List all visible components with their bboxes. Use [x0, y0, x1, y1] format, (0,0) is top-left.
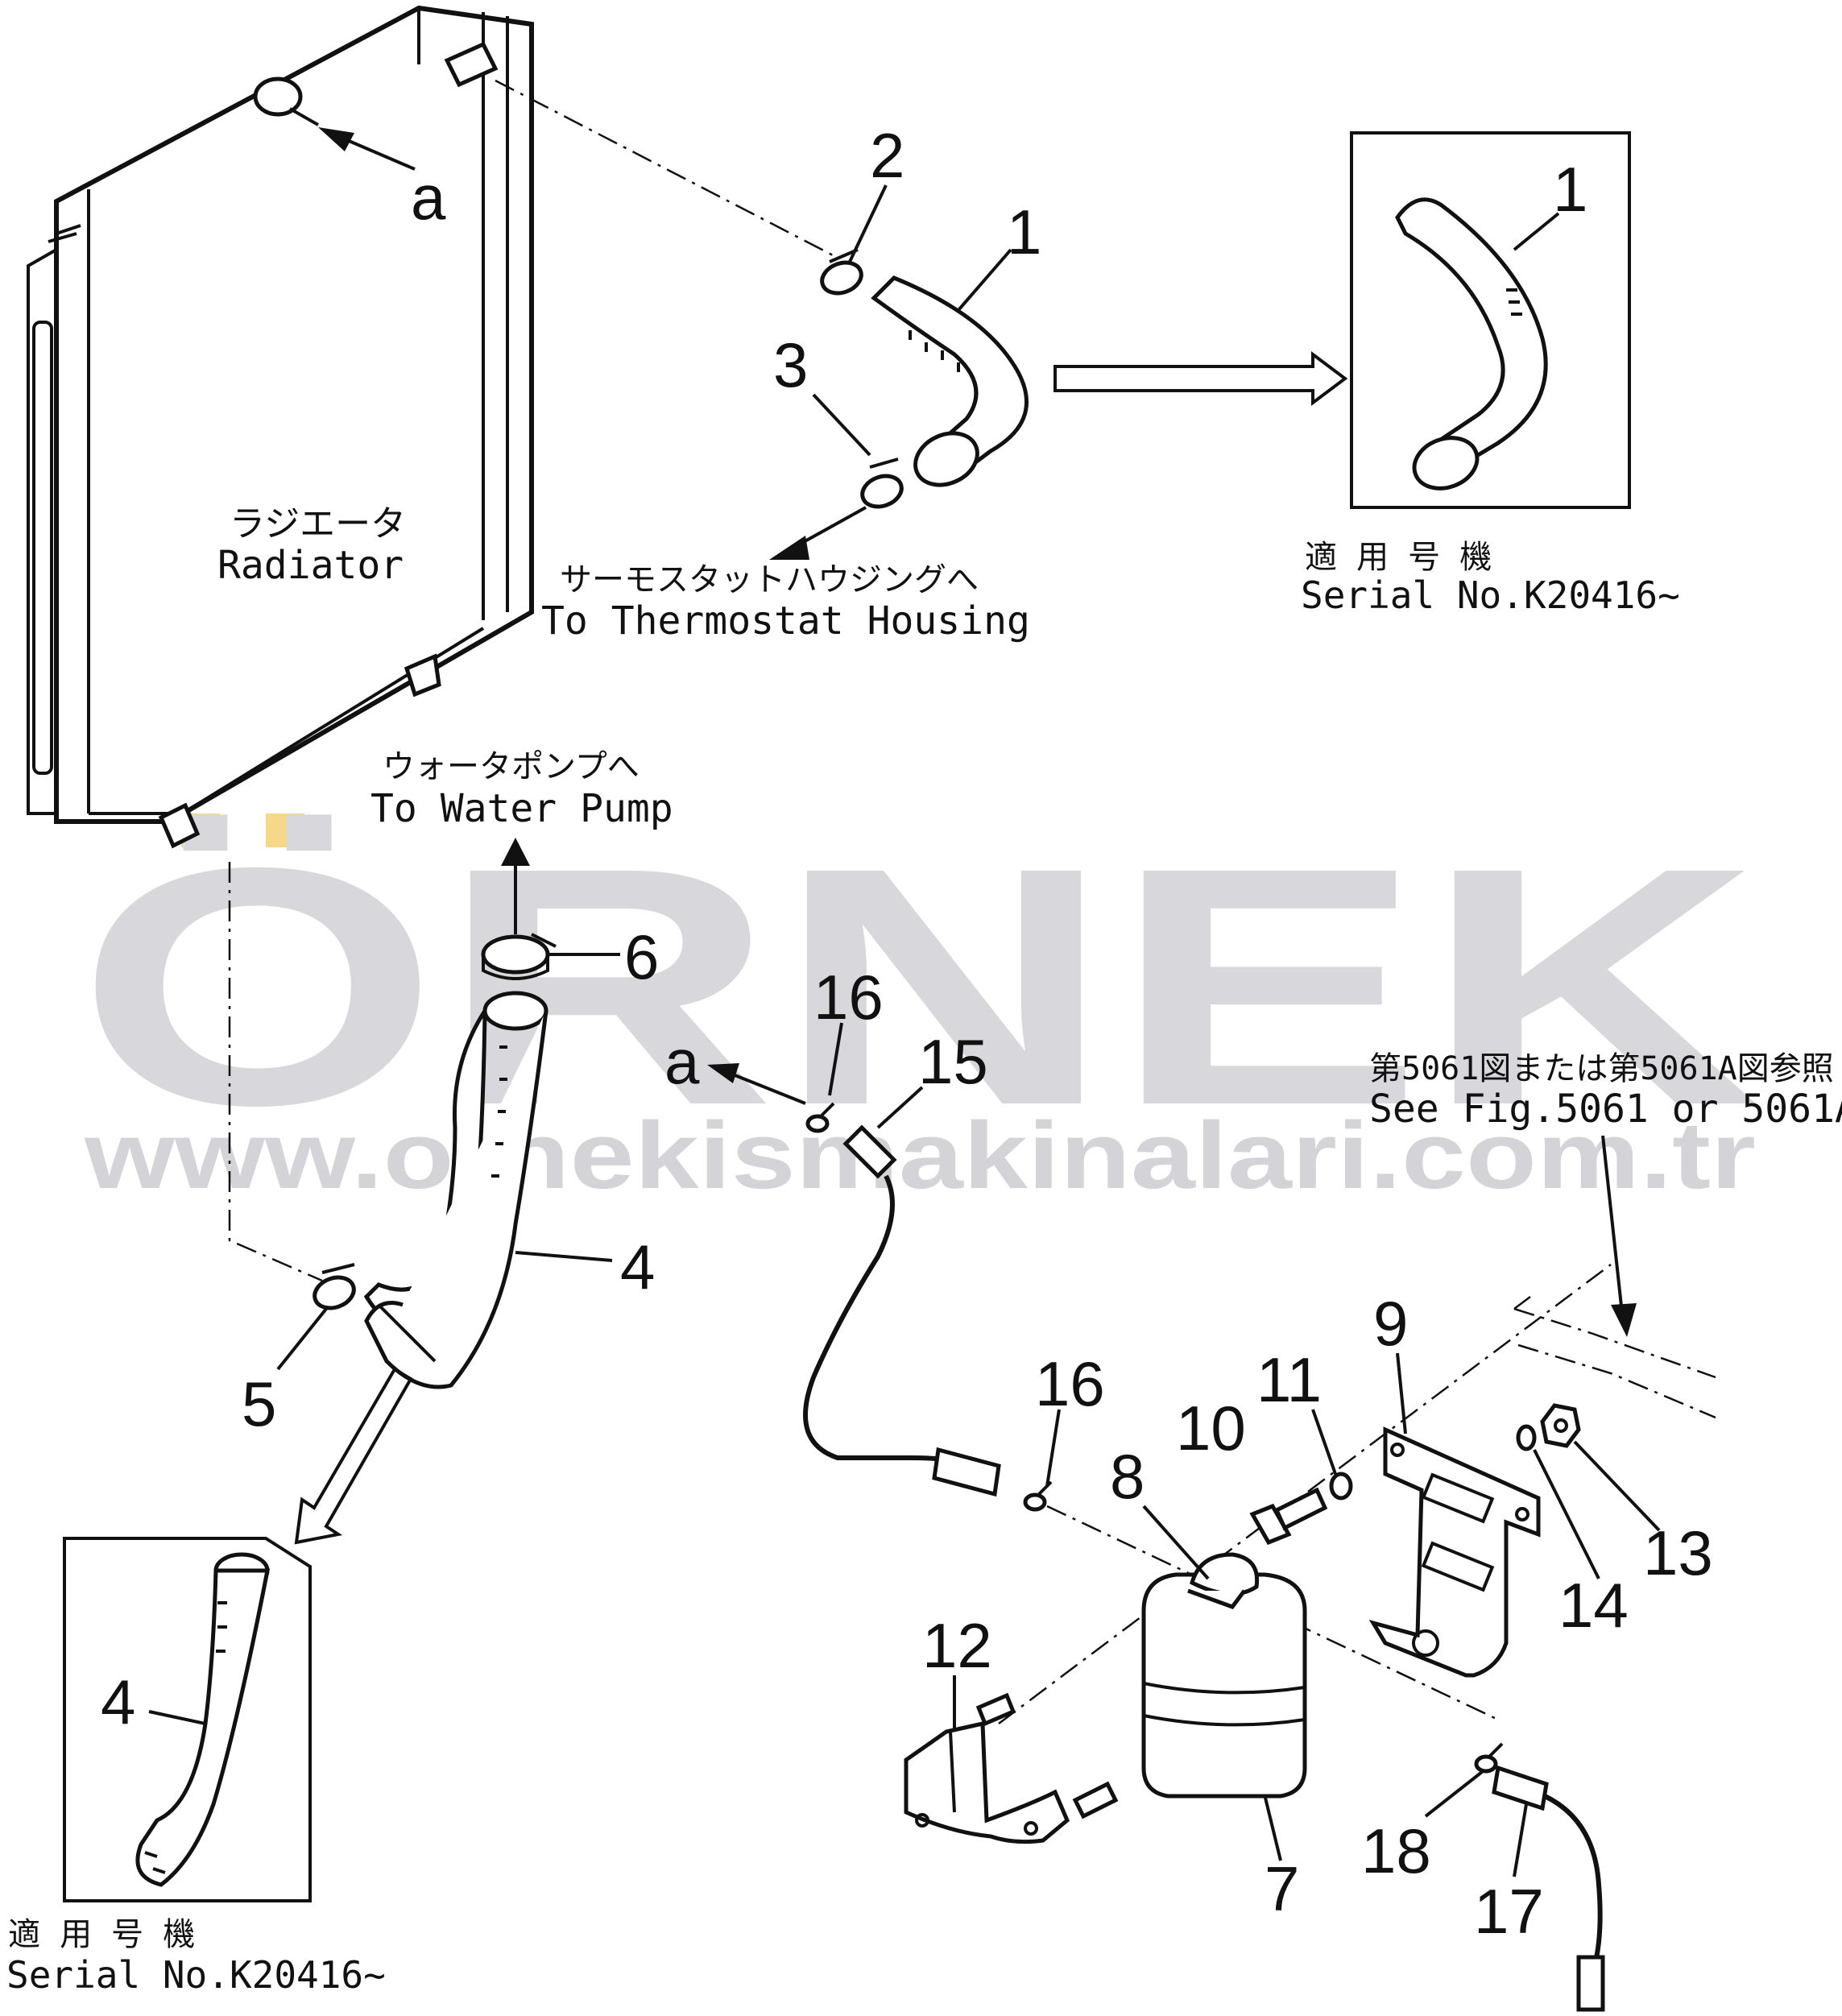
callout-6: 6	[624, 921, 659, 992]
radiator-label-en: Radiator	[217, 543, 404, 588]
callout-10: 10	[1176, 1393, 1246, 1463]
radiator-side-tank	[27, 246, 58, 815]
see-fig-label-ja: 第5061図または第5061A図参照	[1369, 1050, 1834, 1087]
frame-reference-upper	[1513, 1307, 1716, 1379]
callout-12: 12	[922, 1610, 992, 1681]
leader-bracket-line	[998, 1264, 1612, 1724]
callout-11: 11	[1256, 1344, 1322, 1415]
variant-arrow-right	[1053, 351, 1348, 406]
callout-15: 15	[918, 1026, 988, 1097]
inset-top-frame	[1350, 131, 1631, 509]
radiator-cap	[253, 77, 303, 117]
callout-4: 4	[620, 1232, 655, 1302]
serial-top-ja: 適 用 号 機	[1305, 539, 1492, 576]
callout-16-top: 16	[813, 962, 884, 1033]
overflow-hose-17	[1492, 1765, 1605, 2012]
bolt-10	[1249, 1487, 1328, 1546]
watermark: ÖRNEK www.ornekismakinalari.com.tr	[77, 798, 1760, 1209]
watermark-umlaut-dot-right	[266, 813, 304, 847]
callout-16-mid: 16	[1035, 1348, 1105, 1419]
inset-hose-1	[1395, 197, 1548, 491]
hose-clip-18	[1474, 1742, 1504, 1774]
ref-a-arrowhead	[318, 127, 354, 151]
hose-clamp-2	[820, 248, 863, 296]
hose-clip-16-mid	[1023, 1480, 1053, 1512]
inset-hose-4	[135, 1552, 271, 1887]
washer-11	[1329, 1472, 1353, 1501]
callout-8: 8	[1110, 1441, 1145, 1512]
overflow-tube-15	[803, 1124, 1001, 1497]
radiator-upper-inlet	[444, 41, 499, 88]
serial-top-en: Serial No.K20416~	[1301, 573, 1680, 617]
to-thermostat-arrow	[769, 536, 809, 560]
serial-bottom-ja: 適 用 号 機	[8, 1916, 195, 1953]
frame-reference-lower	[1517, 1343, 1716, 1419]
see-fig-arrowhead	[1611, 1303, 1637, 1337]
radiator-label-ja: ラジエータ	[230, 503, 406, 544]
callout-4-inset: 4	[101, 1666, 135, 1737]
thermostat-label-en: To Thermostat Housing	[541, 598, 1030, 644]
callout-3: 3	[773, 329, 808, 400]
serial-bottom-en: Serial No.K20416~	[6, 1953, 386, 1997]
upper-hose-1	[871, 275, 1029, 487]
reserve-tank-7	[1141, 1552, 1307, 1799]
to-water-pump-arrow	[501, 838, 530, 866]
callout-13: 13	[1643, 1517, 1713, 1588]
hose-clamp-3	[860, 457, 904, 509]
washer-14	[1516, 1424, 1537, 1451]
callout-1: 1	[1007, 197, 1041, 267]
callout-1-inset: 1	[1553, 154, 1587, 225]
callout-18: 18	[1361, 1815, 1431, 1886]
tank-bracket-12	[904, 1692, 1119, 1844]
variant-arrow-down	[294, 1367, 413, 1545]
watermark-brand: ÖRNEK	[77, 798, 1760, 1176]
see-fig-label-en: See Fig.5061 or 5061A	[1369, 1087, 1842, 1132]
radiator-outline	[54, 5, 534, 824]
callout-17: 17	[1474, 1876, 1544, 1947]
thermostat-label-ja: サーモスタットハウジングへ	[560, 561, 979, 598]
nut-13	[1540, 1403, 1581, 1448]
mounting-bracket-9	[1368, 1426, 1541, 1678]
callout-7: 7	[1265, 1853, 1299, 1924]
hose-clamp-5	[313, 1263, 356, 1310]
ref-a-mid-arrowhead	[707, 1063, 739, 1083]
watermark-url: www.ornekismakinalari.com.tr	[84, 1103, 1756, 1209]
leader-radiator-to-clamp5	[228, 862, 323, 1282]
radiator-side-fitting	[404, 653, 441, 698]
callout-2: 2	[870, 120, 904, 191]
lower-hose-4	[363, 991, 548, 1389]
leader-radiator-to-clamp2	[495, 79, 838, 259]
radiator-lower-outlet	[158, 802, 201, 849]
callout-9: 9	[1373, 1288, 1408, 1359]
ref-a-mid: a	[664, 1026, 700, 1097]
radiator	[27, 5, 534, 849]
callout-14: 14	[1558, 1570, 1629, 1641]
water-pump-label-en: To Water Pump	[370, 786, 673, 831]
callout-5: 5	[242, 1368, 276, 1439]
water-pump-label-ja: ウォータポンプへ	[383, 748, 640, 785]
ref-a-top: a	[411, 162, 446, 233]
hose-clip-16-top	[805, 1102, 835, 1133]
inset-bottom-frame	[63, 1537, 312, 1902]
